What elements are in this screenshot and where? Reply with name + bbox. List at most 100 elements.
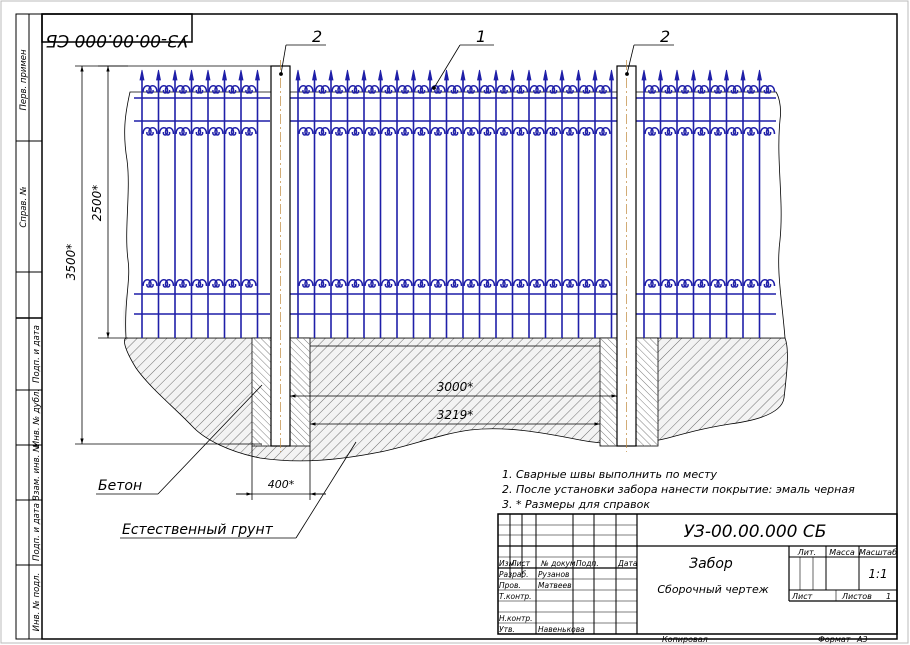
scroll-ornament bbox=[419, 279, 430, 288]
scroll-ornament bbox=[660, 127, 671, 136]
scroll-ornament bbox=[496, 279, 506, 288]
scroll-ornament bbox=[595, 279, 605, 288]
scroll-ornament bbox=[436, 127, 446, 136]
scroll-ornament bbox=[337, 279, 347, 288]
picket-spike bbox=[740, 69, 746, 81]
scroll-ornament bbox=[759, 279, 770, 288]
scroll-ornament bbox=[502, 279, 512, 288]
scroll-ornament bbox=[413, 279, 424, 288]
scroll-ornament bbox=[749, 279, 759, 288]
scroll-ornament bbox=[353, 127, 364, 136]
scroll-ornament bbox=[208, 279, 218, 288]
scroll-ornament bbox=[452, 85, 463, 94]
picket-spike bbox=[312, 69, 317, 81]
scroll-ornament bbox=[710, 127, 720, 136]
material-leaders bbox=[96, 384, 357, 539]
scroll-ornament bbox=[726, 279, 737, 288]
scroll-ornament bbox=[403, 279, 413, 288]
scroll-ornament bbox=[214, 279, 224, 288]
scroll-ornament bbox=[512, 127, 523, 136]
fence-panels bbox=[134, 69, 776, 338]
scroll-ornament bbox=[693, 85, 704, 94]
scroll-ornament bbox=[562, 127, 572, 136]
scroll-ornament bbox=[551, 279, 562, 288]
picket-spike bbox=[189, 69, 194, 81]
scroll-ornament bbox=[158, 85, 169, 94]
scroll-ornament bbox=[419, 127, 430, 136]
scroll-ornament bbox=[485, 127, 496, 136]
side-inv-dubl: Инв. № дубл. bbox=[32, 389, 42, 447]
tb-role: Разраб. bbox=[499, 570, 528, 579]
scroll-ornament bbox=[518, 85, 529, 94]
scroll-ornament bbox=[353, 85, 364, 94]
scroll-ornament bbox=[529, 85, 539, 94]
tb-hdr-list: Лист bbox=[510, 559, 531, 568]
scroll-ornament bbox=[595, 85, 605, 94]
scroll-ornament bbox=[331, 127, 341, 136]
picket-spike bbox=[707, 69, 713, 81]
tb-sheets-value: 1 bbox=[886, 592, 891, 601]
scroll-ornament bbox=[710, 279, 720, 288]
scroll-ornament bbox=[644, 279, 654, 288]
tb-hdr-podp: Подп. bbox=[576, 559, 599, 568]
tb-role: Утв. bbox=[499, 625, 515, 634]
picket-spike bbox=[427, 69, 433, 81]
scroll-ornament bbox=[677, 127, 687, 136]
scroll-ornament bbox=[452, 279, 463, 288]
picket-spike bbox=[493, 69, 499, 81]
picket-spike bbox=[222, 69, 227, 81]
label-soil: Естественный грунт bbox=[122, 522, 274, 538]
scroll-ornament bbox=[214, 127, 224, 136]
scroll-ornament bbox=[364, 279, 374, 288]
scroll-ornament bbox=[191, 85, 202, 94]
scroll-ornament bbox=[142, 127, 152, 136]
scroll-ornament bbox=[677, 279, 687, 288]
dim-fence-height: 2500* bbox=[90, 185, 104, 222]
scroll-ornament bbox=[142, 85, 152, 94]
side-strip: Перв. примен Справ. № Подп. и дата Инв. … bbox=[15, 13, 43, 640]
scroll-ornament bbox=[469, 85, 479, 94]
scroll-ornament bbox=[337, 127, 347, 136]
scroll-ornament bbox=[518, 127, 529, 136]
scroll-ornament bbox=[347, 85, 358, 94]
scroll-ornament bbox=[158, 279, 169, 288]
scroll-ornament bbox=[660, 85, 671, 94]
scroll-ornament bbox=[677, 85, 687, 94]
scroll-ornament bbox=[710, 85, 720, 94]
picket-spike bbox=[674, 69, 680, 81]
scroll-ornament bbox=[578, 279, 589, 288]
scroll-ornament bbox=[693, 279, 704, 288]
scroll-ornament bbox=[331, 279, 341, 288]
scroll-ornament bbox=[479, 127, 490, 136]
scroll-ornament bbox=[485, 279, 496, 288]
scroll-ornament bbox=[732, 279, 743, 288]
scroll-ornament bbox=[241, 85, 251, 94]
scroll-ornament bbox=[759, 127, 770, 136]
scroll-ornament bbox=[545, 279, 556, 288]
scroll-ornament bbox=[765, 279, 776, 288]
scroll-ornament bbox=[666, 127, 677, 136]
picket-spike bbox=[641, 69, 647, 81]
scroll-ornament bbox=[148, 127, 158, 136]
side-sprav-no: Справ. № bbox=[19, 186, 29, 228]
tb-hdr-doc: № докум. bbox=[540, 559, 578, 568]
picket-spike bbox=[543, 69, 548, 81]
scroll-ornament bbox=[765, 127, 776, 136]
scroll-ornament bbox=[142, 279, 152, 288]
scroll-ornament bbox=[397, 85, 407, 94]
leader-2-left: 2 bbox=[312, 27, 322, 46]
picket-spike bbox=[255, 69, 260, 81]
scroll-ornament bbox=[230, 85, 241, 94]
scroll-ornament bbox=[247, 279, 257, 288]
scroll-ornament bbox=[224, 279, 235, 288]
scroll-ornament bbox=[298, 127, 308, 136]
scroll-ornament bbox=[759, 85, 770, 94]
scroll-ornament bbox=[463, 127, 473, 136]
title-block-subtitle: Сборочный чертеж bbox=[657, 583, 768, 596]
picket-spike bbox=[658, 69, 663, 81]
scroll-ornament bbox=[529, 279, 539, 288]
scroll-ornament bbox=[224, 85, 235, 94]
picket-spike bbox=[691, 69, 696, 81]
picket-spike bbox=[576, 69, 581, 81]
footer-format-label: Формат bbox=[818, 635, 851, 644]
